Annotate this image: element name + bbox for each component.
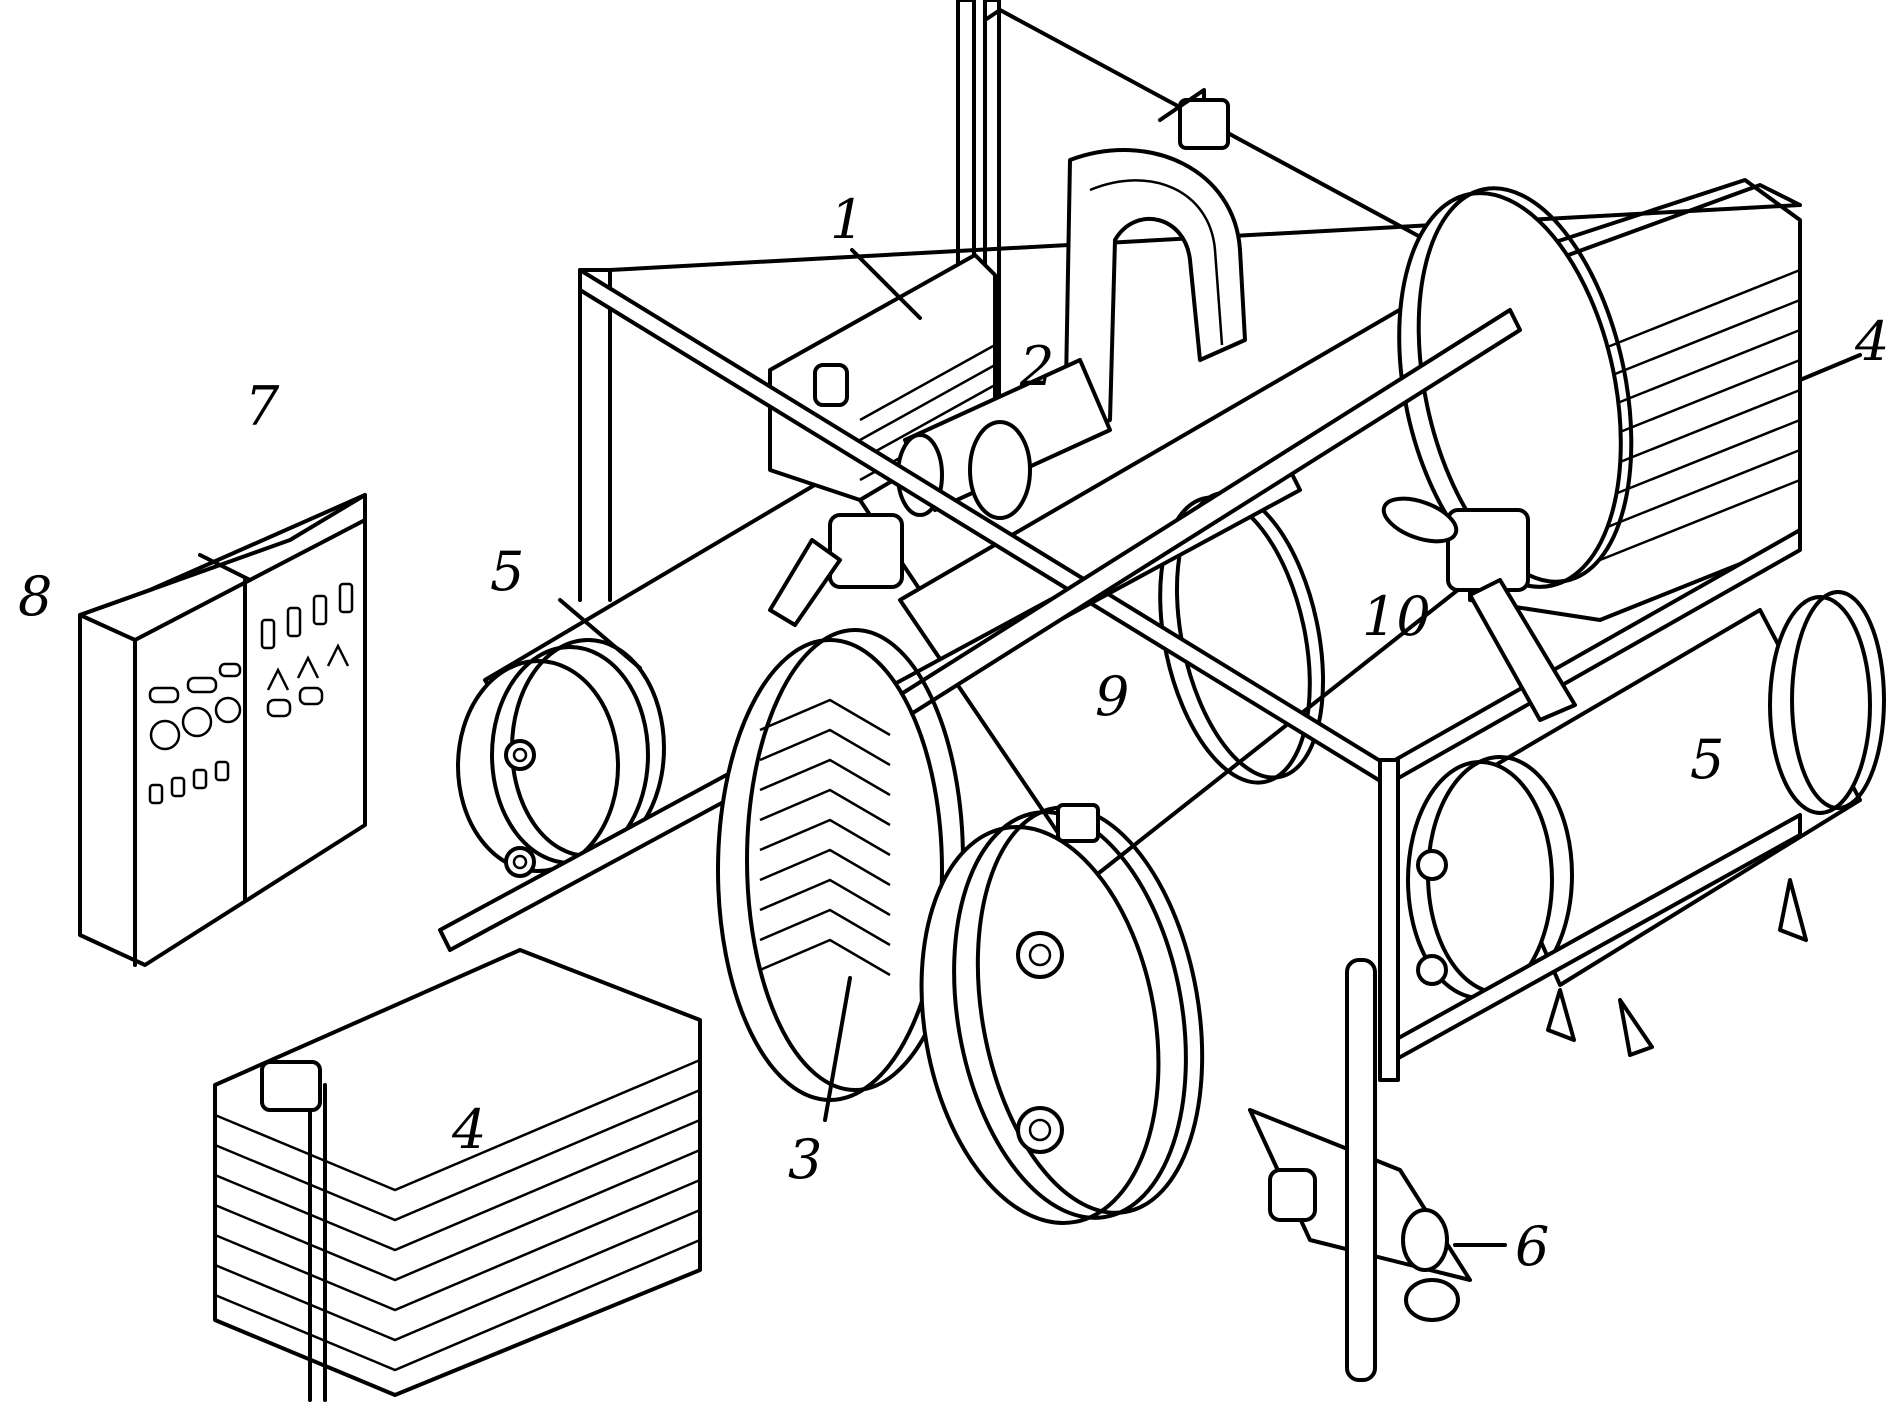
control-cabinet [78,493,367,967]
front-end-cap [919,803,1205,1225]
label-6: 6 [1515,1215,1549,1278]
magnet-assembly [1063,88,1247,442]
label-4-right: 4 [1854,310,1889,373]
label-7: 7 [245,375,280,438]
callout-labels: 1 2 3 4 4 5 5 6 7 8 9 10 [18,188,1889,1278]
main-cylinder [898,186,1634,882]
front-posts [1345,758,1400,1382]
label-5-right: 5 [1690,728,1724,791]
label-10: 10 [1362,585,1431,648]
front-flange-grid [716,628,965,1102]
label-5-left: 5 [490,540,524,603]
label-9: 9 [1095,665,1129,728]
heat-exchanger-left [213,948,702,1402]
label-8: 8 [18,565,52,628]
label-3: 3 [788,1128,822,1191]
valve-10 [1381,496,1577,722]
label-1: 1 [830,188,864,251]
control-panel-indicators [148,582,354,805]
leader-lines [558,248,1862,1247]
cylinder-right [1406,590,1886,1057]
label-2: 2 [1019,335,1054,398]
label-4-left: 4 [451,1098,486,1161]
valve-left [768,513,904,627]
